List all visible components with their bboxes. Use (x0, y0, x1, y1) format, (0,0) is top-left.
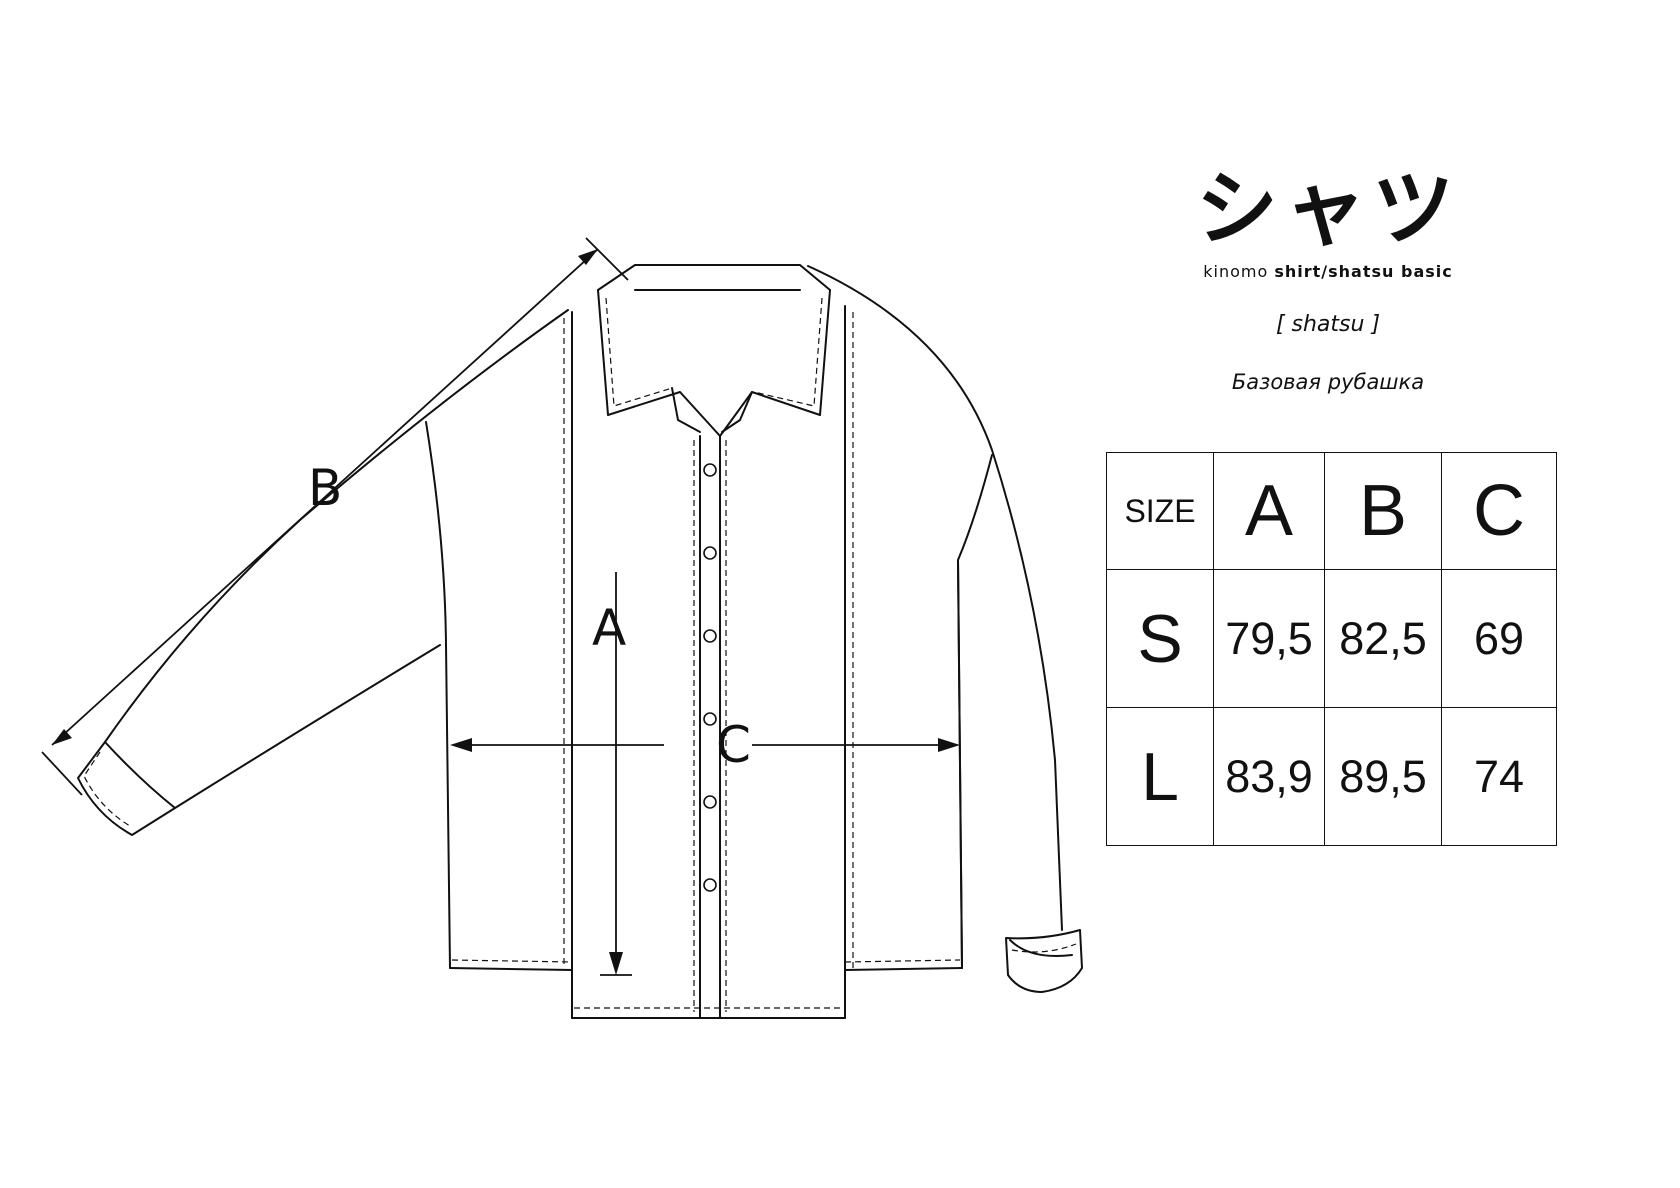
cell-b: 89,5 (1324, 707, 1442, 846)
cell-c: 69 (1441, 569, 1557, 708)
button-2 (703, 546, 717, 560)
header-a: A (1213, 452, 1325, 570)
cell-a: 83,9 (1213, 707, 1325, 846)
cell-c: 74 (1441, 707, 1557, 846)
dimension-c: C (450, 716, 960, 774)
cell-b: 82,5 (1324, 569, 1442, 708)
subtitle-product: shirt/shatsu basic (1274, 262, 1453, 281)
dimension-b: B (41, 237, 629, 796)
size-table-header: SIZE A B C (1106, 452, 1557, 570)
left-cuff (77, 741, 176, 836)
header-c: C (1441, 452, 1557, 570)
button-6 (703, 878, 717, 892)
header-size: SIZE (1106, 452, 1214, 570)
dimension-a: A (592, 572, 632, 976)
button-3 (703, 629, 717, 643)
header-b: B (1324, 452, 1442, 570)
shirt-body (445, 305, 963, 1019)
label-b: B (308, 459, 342, 517)
cell-a: 79,5 (1213, 569, 1325, 708)
right-sleeve (807, 265, 1073, 969)
button-5 (703, 795, 717, 809)
left-sleeve (104, 309, 569, 809)
table-row: L 83,9 89,5 74 (1106, 707, 1557, 846)
product-subtitle: kinomo shirt/shatsu basic (1178, 262, 1478, 281)
row-size: S (1106, 569, 1214, 708)
row-size: L (1106, 707, 1214, 846)
collar (597, 264, 831, 437)
button-4 (703, 712, 717, 726)
table-row: S 79,5 82,5 69 (1106, 569, 1557, 708)
size-table: SIZE A B C S 79,5 82,5 69 L 83,9 89,5 74 (1106, 452, 1557, 846)
romaji-name: [ shatsu ] (1275, 312, 1381, 337)
right-cuff (1005, 929, 1083, 993)
label-a: A (592, 599, 626, 657)
russian-name: Базовая рубашка (1231, 370, 1425, 394)
buttons (703, 463, 717, 892)
subtitle-brand: kinomo (1203, 262, 1269, 281)
label-c: C (716, 716, 751, 774)
button-1 (703, 463, 717, 477)
title-japanese: シャツ (1195, 162, 1460, 257)
